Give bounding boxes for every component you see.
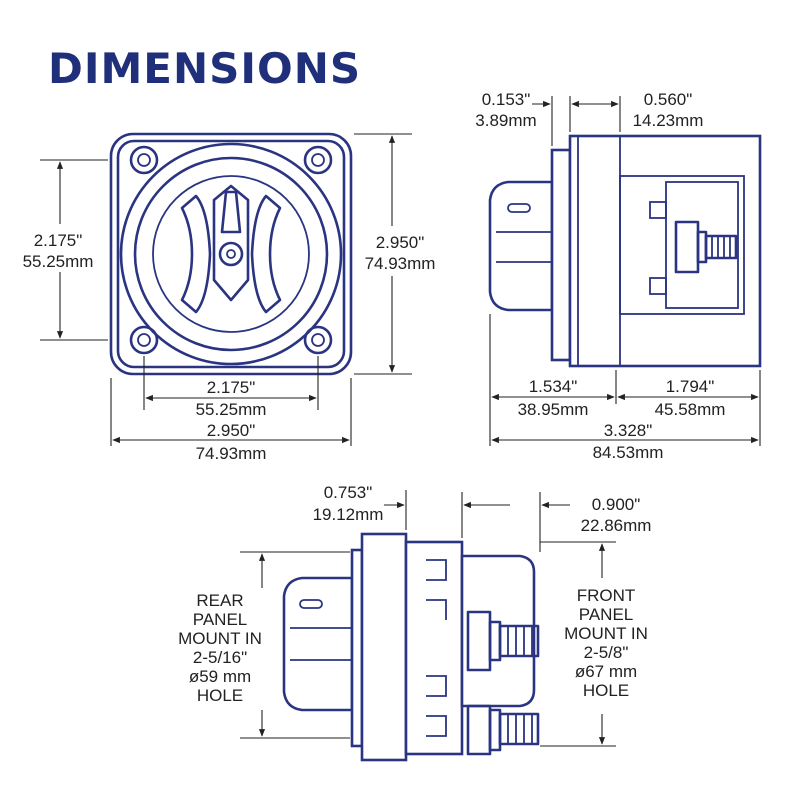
note-line: 2-5/8" [584,643,629,662]
note-line: FRONT [577,586,636,605]
front-inner-plate [116,139,346,369]
front-view: 2.175" 55.25mm 2.950" 74.93mm 2.175" 55.… [23,132,436,463]
terminal-stud-icon [466,610,540,756]
front-knob-ring [152,175,310,333]
bottom-front-depth-inch: 0.753" [324,483,373,502]
note-line: ø67 mm [575,662,637,681]
front-inner-width-mm: 55.25mm [196,400,267,419]
side-knob-slot [507,203,531,213]
front-right-height-mm: 74.93mm [365,254,436,273]
note-line: PANEL [579,605,634,624]
front-panel-note: FRONT PANEL MOUNT IN 2-5/8" ø67 mm HOLE [564,586,648,700]
note-line: PANEL [193,610,248,629]
bottom-rear-depth-mm: 22.86mm [581,516,652,535]
note-line: MOUNT IN [564,624,648,643]
side-front-part-inch: 1.534" [529,377,578,396]
note-line: HOLE [197,686,243,705]
side-view: 0.153" 3.89mm 0.560" 14.23mm 1.534" 38.9… [475,90,762,462]
page-title: DIMENSIONS [48,44,362,93]
note-line: HOLE [583,681,629,700]
side-body-depth-mm: 14.23mm [633,111,704,130]
side-rear-part-mm: 45.58mm [655,400,726,419]
side-total-inch: 3.328" [604,421,653,440]
front-outer-width-inch: 2.950" [207,421,256,440]
rear-panel-note: REAR PANEL MOUNT IN 2-5/16" ø59 mm HOLE [178,591,262,705]
side-front-part-mm: 38.95mm [518,400,589,419]
side-flange-inch: 0.153" [482,90,531,109]
bottom-rear-depth-inch: 0.900" [592,495,641,514]
front-bezel-inner [133,156,329,352]
side-body-depth-inch: 0.560" [644,90,693,109]
note-line: 2-5/16" [193,648,247,667]
side-rear-part-inch: 1.794" [666,377,715,396]
bottom-rear-housing [460,554,536,708]
bottom-bezel [360,532,408,762]
front-bezel-outer [119,142,343,366]
note-line: REAR [196,591,243,610]
front-outer-plate [109,132,353,376]
bottom-body [404,540,464,756]
side-body [568,134,762,368]
mounting-hole-icon [129,145,333,355]
front-left-height-mm: 55.25mm [23,252,94,271]
note-line: MOUNT IN [178,629,262,648]
side-flange [550,148,572,362]
bottom-knob [282,576,354,712]
bottom-view: 0.753" 19.12mm 0.900" 22.86mm REAR PANEL… [178,483,652,762]
front-right-height-inch: 2.950" [376,233,425,252]
knob-handle-icon [180,184,282,314]
side-knob-grip [496,231,552,263]
terminal-stud-icon [649,201,738,295]
bottom-front-depth-mm: 19.12mm [313,505,384,524]
side-flange-mm: 3.89mm [475,111,536,130]
bottom-flange [350,548,364,748]
side-total-mm: 84.53mm [593,443,664,462]
front-outer-width-mm: 74.93mm [196,444,267,463]
note-line: ø59 mm [189,667,251,686]
front-inner-width-inch: 2.175" [207,378,256,397]
side-knob [488,180,554,312]
front-left-height-inch: 2.175" [34,231,83,250]
